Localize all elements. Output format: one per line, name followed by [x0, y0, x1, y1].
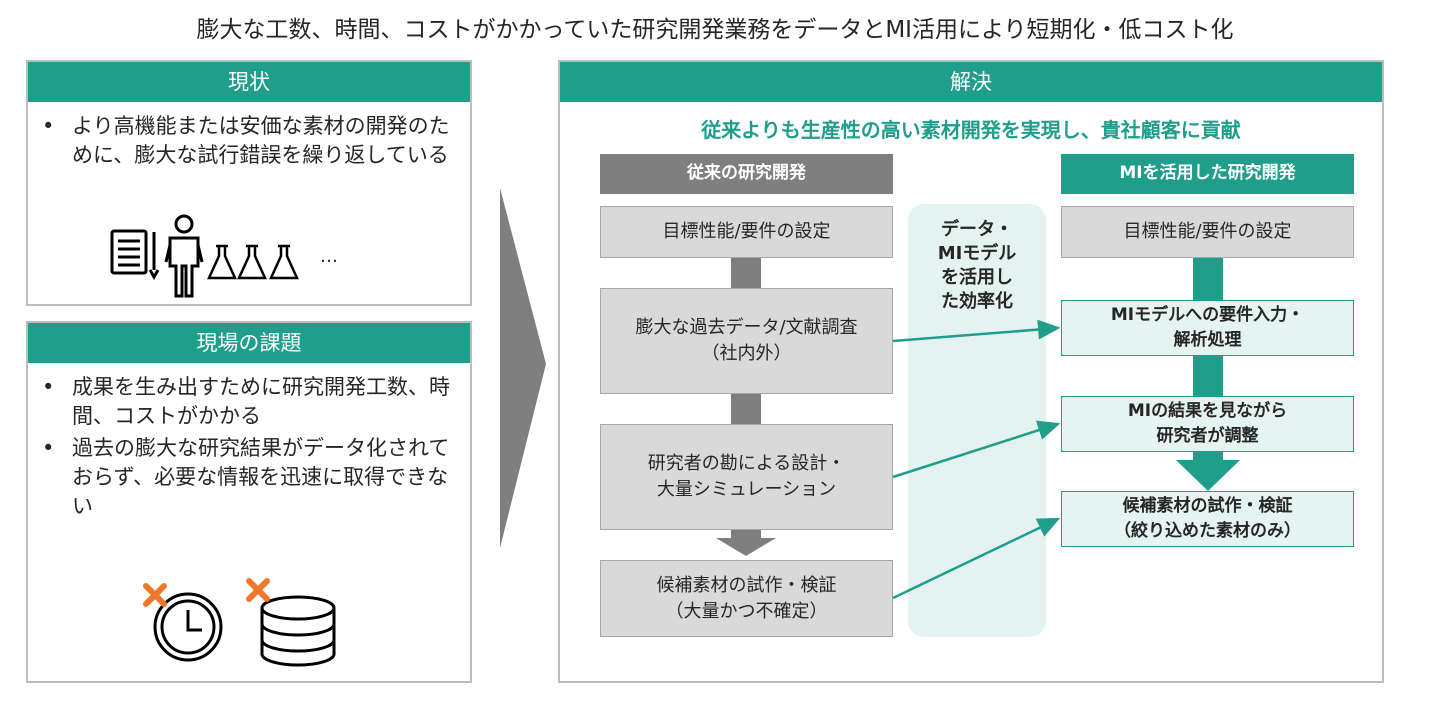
issues-bullets: 成果を生み出すために研究開発工数、時間、コストがかかる 過去の膨大な研究結果がデ… [28, 373, 470, 521]
issues-header: 現場の課題 [28, 323, 470, 363]
database-icon [260, 595, 336, 667]
mi-step: MIモデルへの要件入力・ 解析処理 [1061, 300, 1354, 356]
solution-header: 解決 [560, 62, 1382, 102]
current-bullets: より高機能または安価な素材の開発のために、膨大な試行錯誤を繰り返している [28, 112, 470, 170]
issues-panel: 現場の課題 成果を生み出すために研究開発工数、時間、コストがかかる 過去の膨大な… [26, 321, 472, 683]
connector-arrow [892, 517, 1061, 600]
mi-step: 候補素材の試作・検証 （絞り込めた素材のみ） [1061, 491, 1354, 547]
issue-bullet: 成果を生み出すために研究開発工数、時間、コストがかかる [28, 373, 470, 431]
traditional-step: 研究者の勘による設計・ 大量シミュレーション [600, 424, 893, 530]
document-icon [110, 229, 160, 281]
page-title: 膨大な工数、時間、コストがかかっていた研究開発業務をデータとMI活用により短期化… [196, 17, 1234, 43]
traditional-step: 候補素材の試作・検証 （大量かつ不確定） [600, 560, 893, 637]
traditional-header: 従来の研究開発 [600, 154, 893, 194]
traditional-step: 膨大な過去データ/文献調査 （社内外） [600, 288, 893, 394]
solution-tagline: 従来よりも生産性の高い素材開発を実現し、貴社顧客に貢献 [701, 118, 1241, 142]
traditional-step: 目標性能/要件の設定 [600, 206, 893, 258]
current-header: 現状 [28, 62, 470, 102]
cross-mark-icon [246, 578, 270, 602]
mi-step: 目標性能/要件の設定 [1061, 206, 1354, 258]
current-panel: 現状 より高機能または安価な素材の開発のために、膨大な試行錯誤を繰り返している [26, 60, 472, 306]
mi-header: MIを活用した研究開発 [1061, 154, 1354, 194]
cross-mark-icon [143, 583, 167, 607]
mi-step: MIの結果を見ながら 研究者が調整 [1061, 396, 1354, 452]
current-bullet: より高機能または安価な素材の開発のために、膨大な試行錯誤を繰り返している [28, 112, 470, 170]
clock-icon [153, 592, 223, 662]
issue-bullet: 過去の膨大な研究結果がデータ化されておらず、必要な情報を迅速に取得できない [28, 434, 470, 521]
flask-icon [207, 244, 299, 280]
researcher-icon [164, 214, 204, 298]
ellipsis: … [320, 246, 338, 267]
connector-arrow [892, 420, 1061, 479]
efficiency-band: データ・ MIモデル を活用し た効率化 [908, 204, 1046, 637]
connector-arrow [892, 319, 1061, 343]
